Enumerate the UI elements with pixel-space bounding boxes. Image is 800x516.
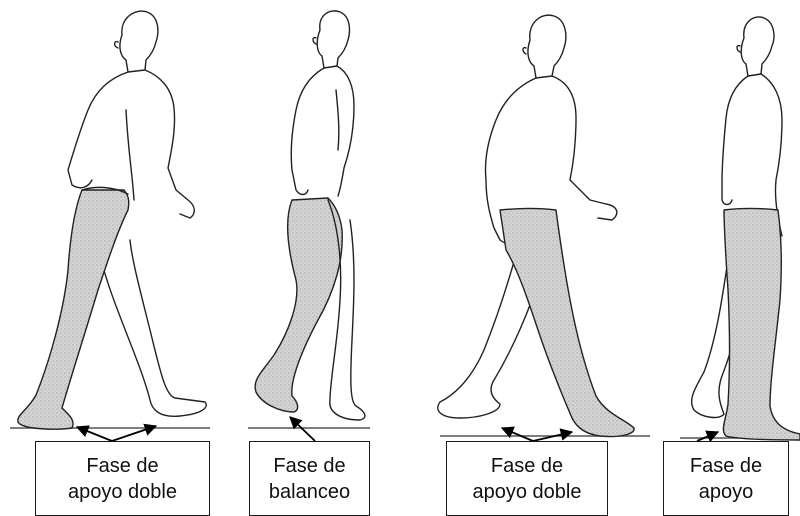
ground-lines [10,428,800,438]
caption-4-line-2: apoyo [699,479,754,505]
caption-3-line-1: Fase de [491,453,563,479]
caption-3-line-2: apoyo doble [473,479,582,505]
caption-2-line-2: balanceo [269,479,350,505]
arrow-1a [77,427,112,441]
arrow-3a [502,428,533,441]
arrow-4 [697,432,718,441]
walking-figure-3 [438,15,634,436]
caption-4-line-1: Fase de [690,453,762,479]
caption-2-line-1: Fase de [273,453,345,479]
caption-box-3: Fase de apoyo doble [446,441,608,516]
walking-figure-4 [692,17,800,440]
arrow-2 [290,417,315,441]
caption-1-line-2: apoyo doble [68,479,177,505]
caption-box-1: Fase de apoyo doble [35,441,210,516]
walking-figure-2 [255,11,365,420]
walking-figure-1 [18,11,206,429]
caption-box-4: Fase de apoyo [663,441,789,516]
caption-box-2: Fase de balanceo [249,441,370,516]
caption-1-line-1: Fase de [86,453,158,479]
